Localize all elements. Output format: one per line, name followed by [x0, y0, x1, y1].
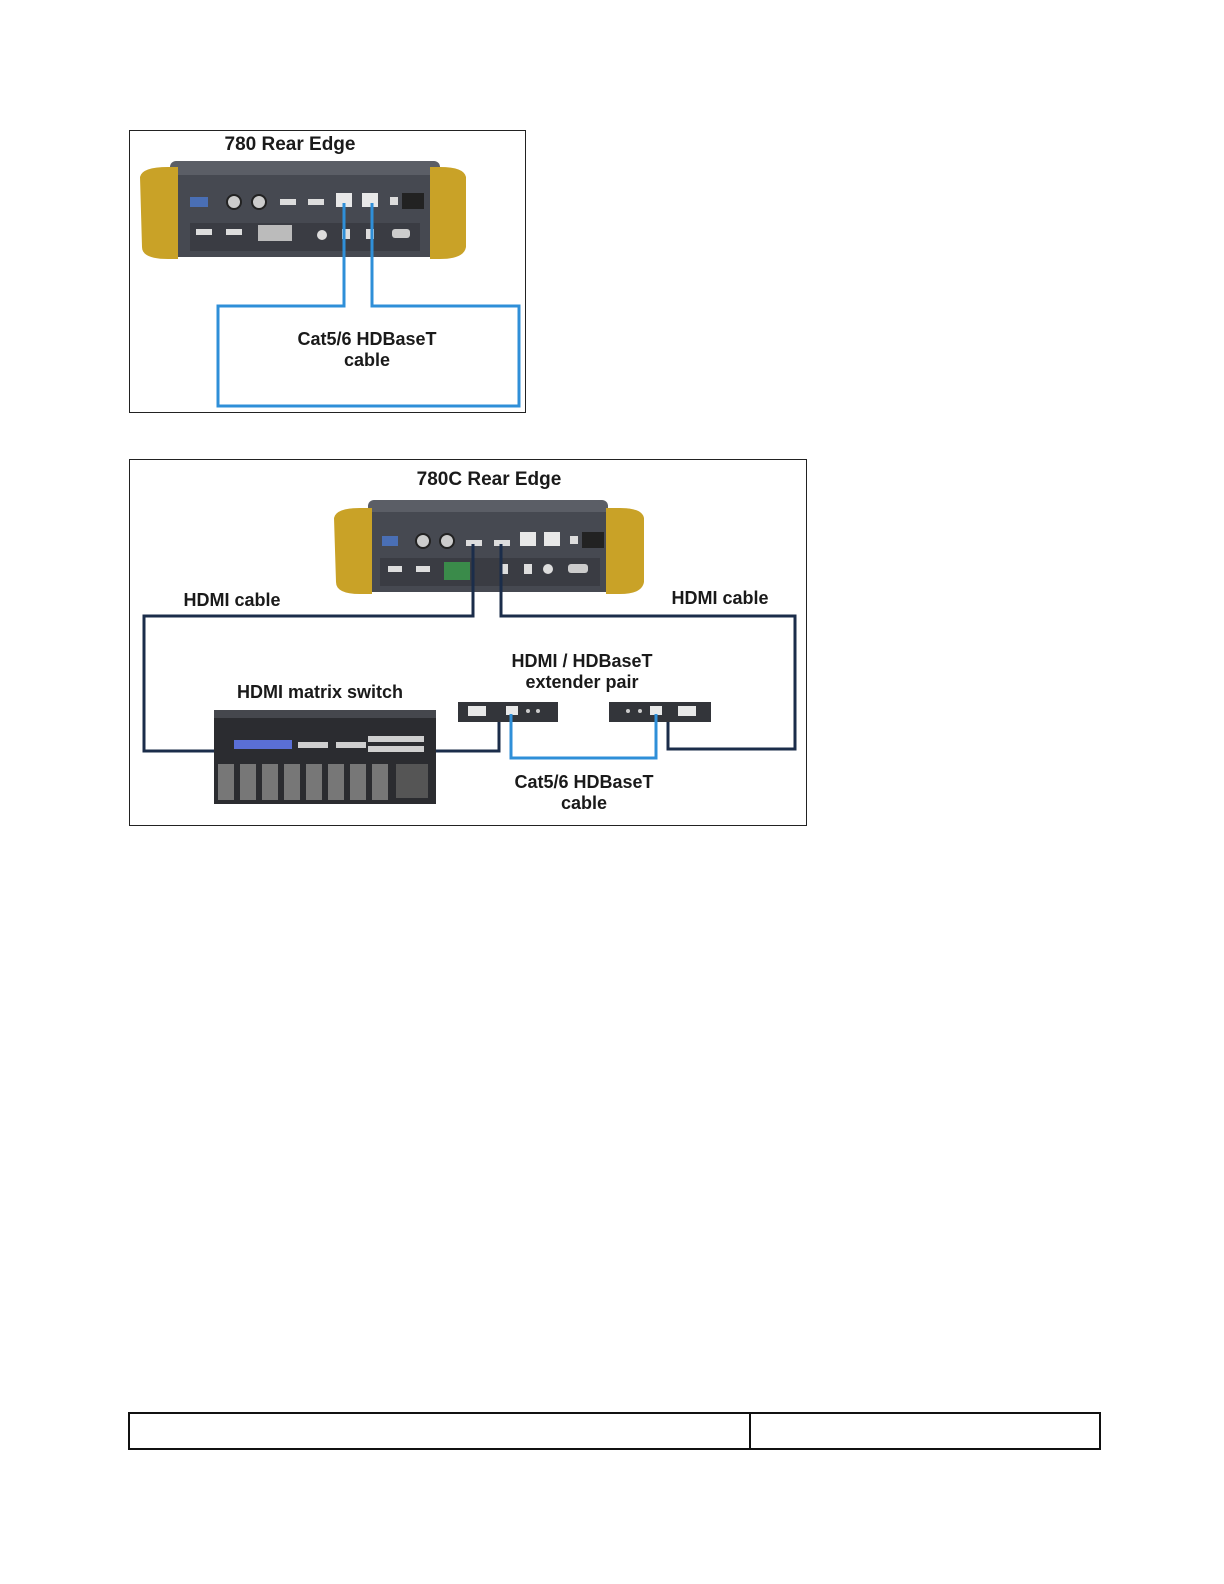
diagram-780c — [130, 460, 808, 827]
footer-cell-right — [751, 1414, 1099, 1448]
figure2-title: 780C Rear Edge — [389, 469, 589, 490]
figure1-title: 780 Rear Edge — [190, 134, 390, 155]
footer-table — [128, 1412, 1101, 1450]
extender-receiver — [609, 702, 711, 722]
figure-780c-rear-edge: 780C Rear Edge HDMI cable HDMI cable HDM… — [129, 459, 807, 826]
extender-pair-label: HDMI / HDBaseT extender pair — [480, 651, 684, 693]
figure2-cat-cable-label: Cat5/6 HDBaseT cable — [484, 772, 684, 814]
matrix-switch — [214, 710, 436, 804]
figure1-cable-label: Cat5/6 HDBaseT cable — [267, 329, 467, 371]
hdmi-cable-left-label: HDMI cable — [172, 590, 292, 611]
footer-cell-left — [130, 1414, 751, 1448]
bumper-right — [430, 167, 466, 259]
extender-transmitter — [458, 702, 558, 722]
bumper-right — [606, 508, 644, 594]
device-780c — [334, 500, 644, 594]
hdmi-cable-right-label: HDMI cable — [660, 588, 780, 609]
bumper-left — [140, 167, 178, 259]
diagram-780 — [130, 131, 527, 414]
matrix-switch-label: HDMI matrix switch — [218, 682, 422, 703]
figure-780-rear-edge: 780 Rear Edge Cat5/6 HDBaseT cable — [129, 130, 526, 413]
device-780 — [140, 161, 466, 259]
bumper-left — [334, 508, 372, 594]
rj45-port-in — [362, 193, 378, 207]
